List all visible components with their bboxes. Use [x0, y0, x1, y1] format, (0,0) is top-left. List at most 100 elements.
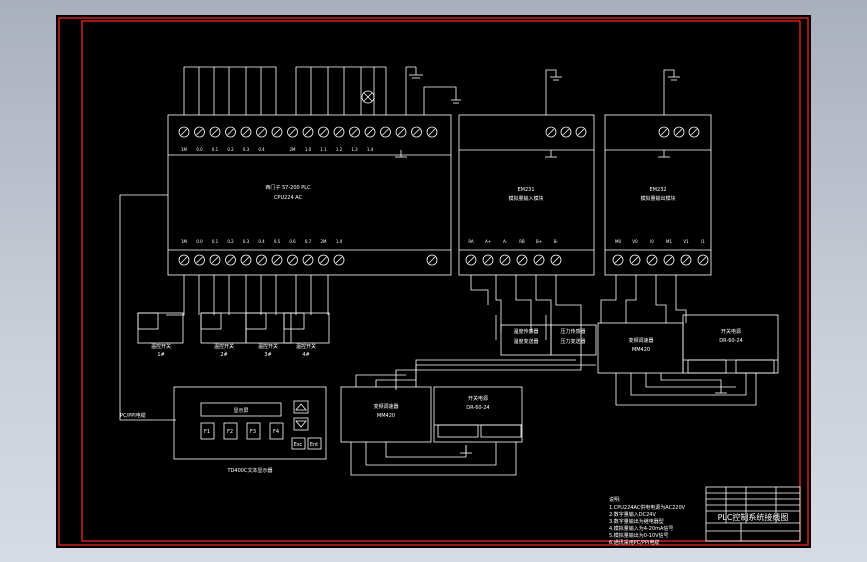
- terminal-screw: [411, 126, 422, 138]
- terminal-label: 0.5: [274, 239, 281, 244]
- terminal-screw: [646, 254, 658, 266]
- terminal-screw: [318, 254, 329, 266]
- terminal-label: RA: [468, 239, 474, 244]
- em232-desc: 模拟量输出模块: [640, 195, 675, 202]
- note-line: 3.数字量输出为继电器型: [609, 518, 664, 525]
- hmi-title: 显示屏: [233, 408, 248, 414]
- terminal-screw: [395, 126, 407, 138]
- hmi-key-esc[interactable]: [291, 437, 306, 450]
- note-line: 5.模拟量输出为0-10V信号: [609, 532, 669, 539]
- terminal-label: 1.0: [305, 147, 312, 152]
- terminal-label: V0: [632, 239, 638, 244]
- terminal-screw: [533, 254, 545, 266]
- terminal-label: 2M: [321, 239, 328, 244]
- hmi-display: [200, 402, 282, 417]
- terminal-label: I0: [650, 239, 654, 244]
- em231-module: [458, 114, 595, 276]
- terminal-screw: [575, 126, 587, 138]
- terminal-label: 0.6: [289, 239, 296, 244]
- field-device-3-line2: 3#: [264, 352, 271, 358]
- terminal-screws: [178, 126, 709, 266]
- terminal-label: 0.2: [227, 239, 234, 244]
- terminal-label: 1.2: [336, 147, 343, 152]
- terminal-label: 0.0: [196, 147, 203, 152]
- note-line: 6.通讯采用PC/PPI电缆: [609, 539, 659, 546]
- notes-heading: 说明:: [609, 496, 621, 503]
- power-supply-1-line1: 开关电源: [721, 328, 741, 335]
- sensor-2-line1: 压力传感器: [560, 328, 585, 335]
- sensor-box-2: [550, 324, 597, 356]
- terminal-screw: [333, 254, 345, 266]
- terminal-screw: [697, 254, 709, 266]
- plc-unit: [167, 114, 452, 276]
- terminal-label: A-: [503, 239, 508, 244]
- terminal-label: I1: [701, 239, 705, 244]
- terminal-label: 0.1: [212, 147, 219, 152]
- terminal-label: 1M: [181, 147, 188, 152]
- terminal-screw: [240, 126, 252, 138]
- drawing-sheet: 西门子 S7-200 PLC CPU224 AC EM231 模拟量输入模块 E…: [56, 15, 811, 548]
- terminal-screw: [302, 126, 314, 138]
- terminal-screw: [194, 126, 205, 138]
- hmi-key-f4[interactable]: [269, 422, 284, 440]
- pc-ppi-cable-label: PC/PPI电缆: [120, 412, 146, 419]
- hmi-key-f1[interactable]: [200, 422, 215, 440]
- wiring-diagram: 西门子 S7-200 PLC CPU224 AC EM231 模拟量输入模块 E…: [58, 17, 809, 546]
- terminal-label: 1.0: [336, 239, 343, 244]
- terminal-screw: [209, 126, 221, 138]
- terminal-screw: [318, 126, 329, 138]
- terminal-label: B-: [554, 239, 559, 244]
- em232-name: EM232: [649, 187, 666, 193]
- title-block: [705, 486, 801, 542]
- hmi-key-f4-label: F4: [273, 429, 279, 435]
- field-device-4-line1: 温控开关: [296, 343, 316, 350]
- em231-name: EM231: [517, 187, 534, 193]
- terminal-screw: [349, 126, 360, 138]
- terminal-screw: [364, 126, 376, 138]
- field-device-1-line2: 1#: [157, 352, 164, 358]
- terminal-screw: [287, 254, 298, 266]
- terminal-screw: [333, 126, 345, 138]
- hmi-key-esc-label: Esc: [294, 442, 303, 448]
- terminal-label: 1.3: [351, 147, 358, 152]
- hmi-key-f2[interactable]: [223, 422, 238, 440]
- terminal-screw: [560, 126, 572, 138]
- hmi-key-f3[interactable]: [246, 422, 261, 440]
- field-device-4-line2: 4#: [302, 352, 309, 358]
- terminal-label: 1M: [181, 239, 188, 244]
- plc-name: 西门子 S7-200 PLC: [265, 184, 311, 191]
- plc-model: CPU224 AC: [274, 195, 303, 201]
- terminal-label: RB: [519, 239, 525, 244]
- power-supply-1: [682, 314, 779, 374]
- power-supply-2: [433, 386, 523, 443]
- terminal-screw: [658, 126, 670, 138]
- inner-frame: [81, 20, 801, 542]
- sensor-1-line1: 温度传感器: [513, 328, 538, 335]
- terminal-screw: [545, 126, 557, 138]
- terminal-label: 0.3: [243, 239, 250, 244]
- terminal-label: 0.3: [243, 147, 250, 152]
- terminal-label: 2M: [290, 147, 297, 152]
- terminal-screw: [302, 254, 314, 266]
- power-supply-2-line1: 开关电源: [468, 395, 488, 402]
- sensor-1-line2: 温度变送器: [513, 338, 538, 345]
- terminal-screw: [516, 254, 528, 266]
- field-device-3-line1: 温控开关: [258, 343, 278, 350]
- field-device-box-2: [200, 312, 247, 344]
- terminal-label: 0.4: [258, 147, 265, 152]
- em231-desc: 模拟量输入模块: [508, 195, 543, 202]
- hmi-key-ent[interactable]: [307, 437, 322, 450]
- controller-2-line2: MM420: [377, 413, 395, 419]
- title-block-title: PLC控制系统接线图: [718, 512, 789, 522]
- hmi-key-f2-label: F2: [227, 429, 233, 435]
- terminal-screw: [256, 126, 267, 138]
- terminal-screw: [178, 254, 190, 266]
- hmi-key-f3-label: F3: [250, 429, 256, 435]
- terminal-screw: [271, 126, 283, 138]
- terminal-label: 1.1: [320, 147, 327, 152]
- outer-frame: [58, 17, 809, 546]
- terminal-label: 0.1: [212, 239, 219, 244]
- hmi-key-ent-label: Ent: [310, 442, 318, 448]
- terminal-label: M1: [666, 239, 672, 244]
